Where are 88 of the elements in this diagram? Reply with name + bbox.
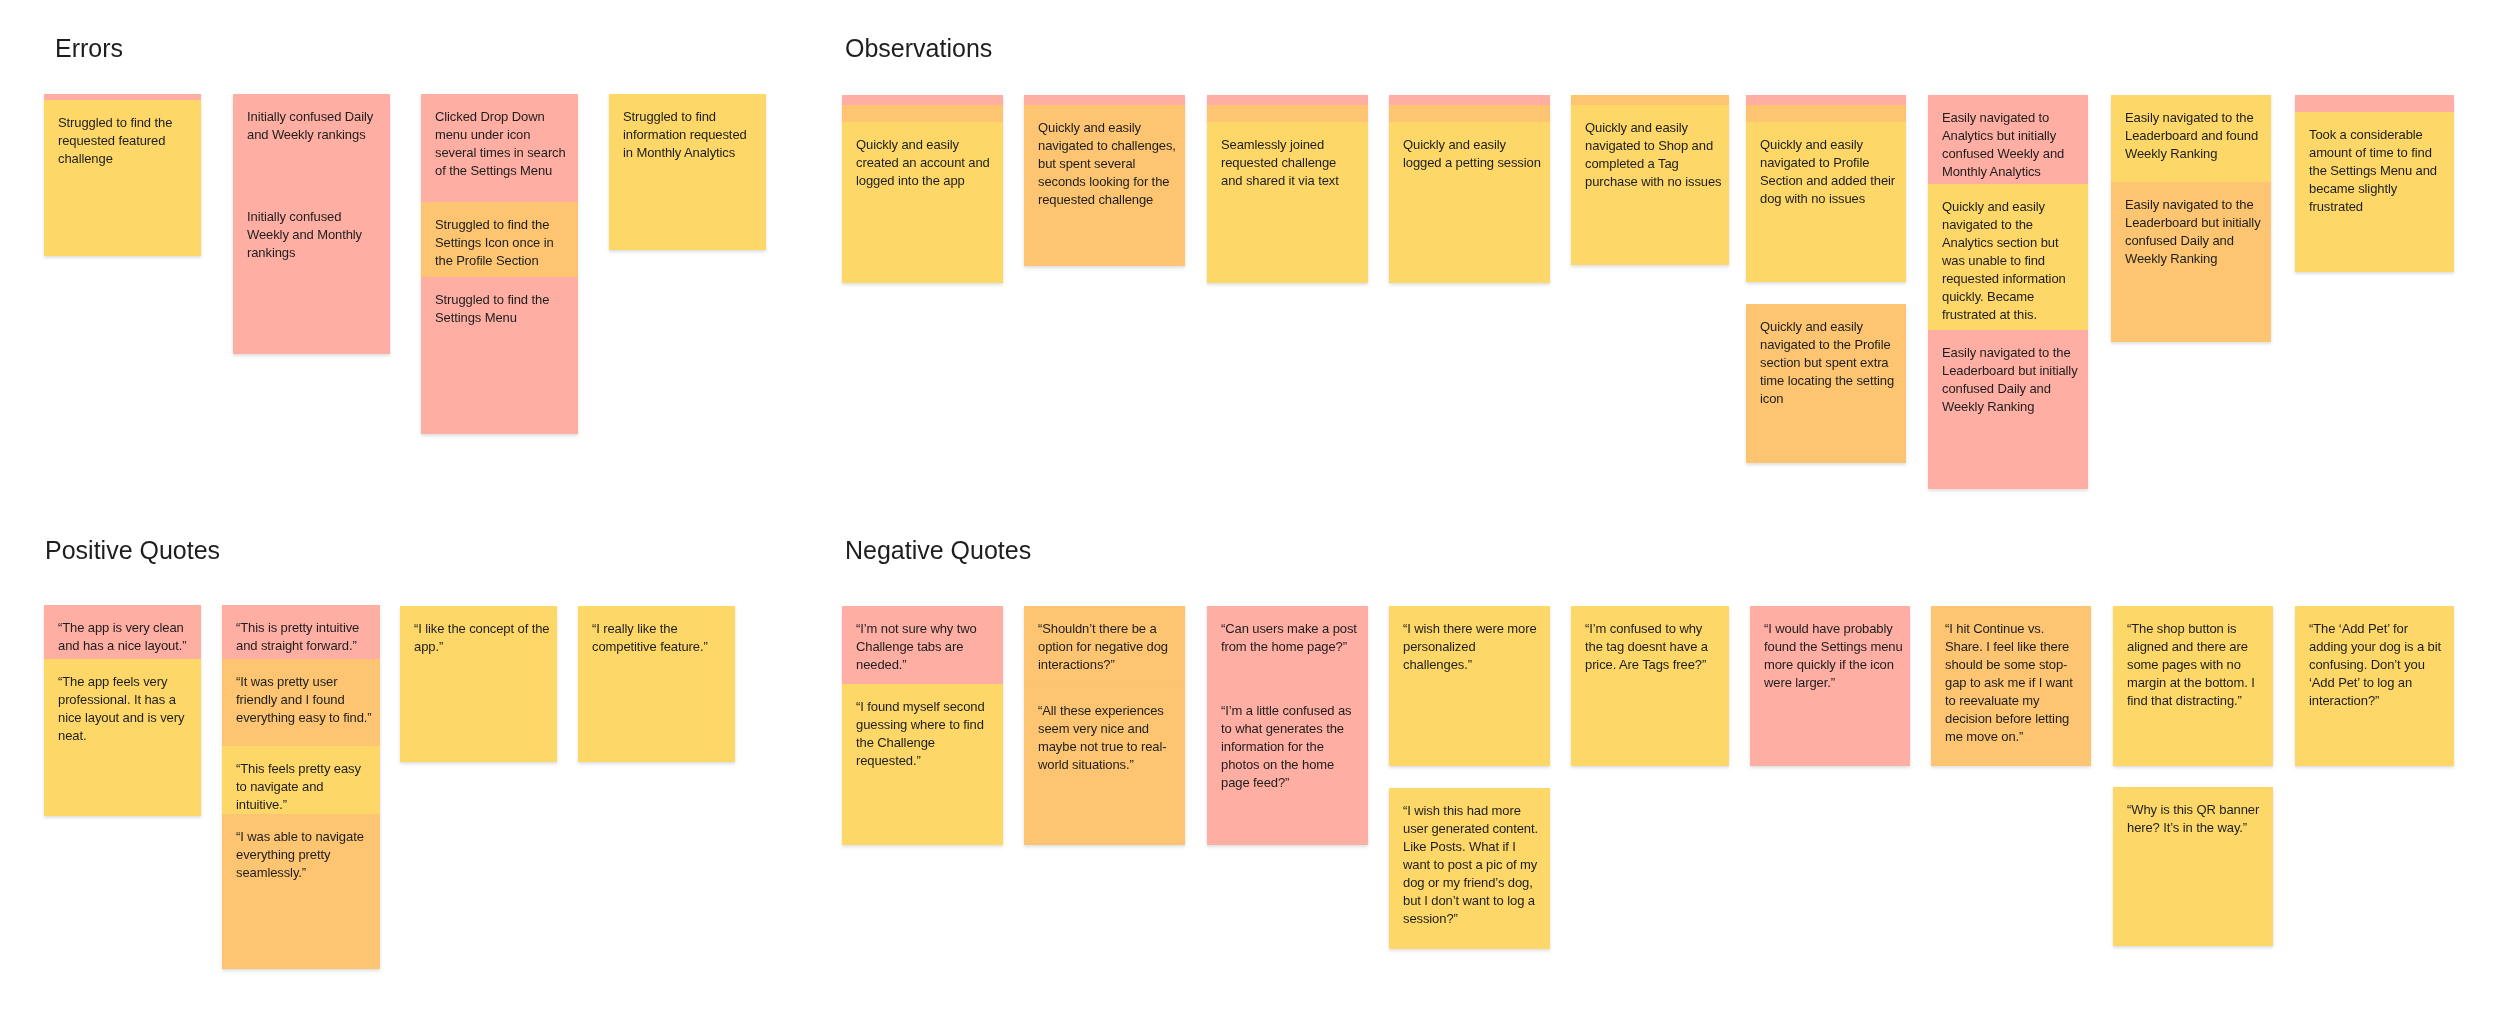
note-text: “I’m not sure why two Challenge tabs are needed.” xyxy=(856,620,978,674)
sticky-note xyxy=(842,606,1003,684)
note-text: Quickly and easily navigated to the Profile section but spent extra time locating the setting icon xyxy=(1760,318,1896,408)
sticky-note xyxy=(1746,95,1906,282)
note-text: Initially confused Weekly and Monthly rankings xyxy=(247,208,364,262)
sticky-note xyxy=(222,814,380,969)
sticky-note xyxy=(1746,304,1906,463)
note-text: Easily navigated to the Leaderboard but initially confused Daily and Weekly Ranking xyxy=(2125,196,2262,268)
note-text: “The app is very clean and has a nice layout.” xyxy=(58,619,188,655)
note-text: Seamlessly joined requested challenge and shared it via text xyxy=(1221,136,1340,190)
sticky-note xyxy=(1389,95,1550,283)
sticky-note xyxy=(233,194,390,354)
section-heading: Errors xyxy=(55,33,124,63)
note-text: Easily navigated to Analytics but initially confused Weekly and Monthly Analytics xyxy=(1942,109,2066,181)
sticky-note xyxy=(44,659,201,816)
sticky-note xyxy=(2111,182,2271,342)
note-text: “This feels pretty easy to navigate and intuitive.” xyxy=(236,760,362,814)
section-heading: Positive Quotes xyxy=(45,535,221,565)
sticky-note xyxy=(44,94,201,256)
sticky-note xyxy=(1571,606,1729,766)
sticky-note xyxy=(222,746,380,814)
note-text: “I’m confused to why the tag doesnt have a price. Are Tags free?” xyxy=(1585,620,1709,674)
sticky-note xyxy=(842,684,1003,845)
note-text: Quickly and easily navigated to Profile Section and added their dog with no issues xyxy=(1760,136,1897,208)
note-text: “The app feels very professional. It has a nice layout and is very neat. xyxy=(58,673,186,745)
note-text: “Why is this QR banner here? It’s in the way.” xyxy=(2127,801,2261,837)
sticky-note xyxy=(421,202,578,277)
note-text: Took a considerable amount of time to find the Settings Menu and became slightly frustrated xyxy=(2309,126,2438,216)
sticky-note xyxy=(1928,95,2088,184)
sticky-note xyxy=(578,606,735,762)
sticky-note xyxy=(421,94,578,202)
sticky-note xyxy=(222,605,380,659)
note-text: “It was pretty user friendly and I found everything easy to find.” xyxy=(236,673,373,727)
note-text: “I would have probably found the Settings menu more quickly if the icon were larger.” xyxy=(1764,620,1903,692)
note-text: Quickly and easily navigated to Shop and completed a Tag purchase with no issues xyxy=(1585,119,1722,191)
note-text: Quickly and easily logged a petting session xyxy=(1403,136,1542,172)
sticky-note xyxy=(1571,95,1729,265)
section-heading: Observations xyxy=(845,33,993,63)
note-text: “The ‘Add Pet’ for adding your dog is a bit confusing. Don’t you ‘Add Pet’ to log an interaction?” xyxy=(2309,620,2443,710)
note-text: “Shouldn’t there be a option for negative dog interactions?” xyxy=(1038,620,1169,674)
note-text: “I found myself second guessing where to find the Challenge requested.” xyxy=(856,698,986,770)
note-text: “Can users make a post from the home page?” xyxy=(1221,620,1358,656)
sticky-note xyxy=(222,659,380,746)
note-text: Struggled to find the Settings Icon once in the Profile Section xyxy=(435,216,555,270)
note-text: Clicked Drop Down menu under icon several times in search of the Settings Menu xyxy=(435,108,567,180)
note-text: “I wish there were more personalized challenges.” xyxy=(1403,620,1538,674)
sticky-note xyxy=(1024,606,1185,688)
sticky-note xyxy=(233,94,390,194)
sticky-note xyxy=(2295,606,2454,766)
sticky-note xyxy=(1207,95,1368,283)
note-text: Struggled to find the Settings Menu xyxy=(435,291,551,327)
sticky-note xyxy=(44,605,201,659)
note-text: “I wish this had more user generated content. Like Posts. What if I want to post a pic of my dog or my friend’s dog, but I don’t want to log a session?” xyxy=(1403,802,1540,928)
sticky-note xyxy=(1389,788,1550,949)
sticky-note xyxy=(2113,606,2273,766)
note-text: Easily navigated to the Leaderboard and found Weekly Ranking xyxy=(2125,109,2260,163)
sticky-note xyxy=(1024,688,1185,845)
note-text: Initially confused Daily and Weekly rankings xyxy=(247,108,375,144)
sticky-note xyxy=(1207,606,1368,688)
sticky-note xyxy=(2111,95,2271,182)
note-text: Quickly and easily navigated to the Analytics section but was unable to find requested information quickly. Became frustrated at this. xyxy=(1942,198,2067,324)
sticky-note xyxy=(400,606,557,762)
sticky-note xyxy=(2295,95,2454,272)
note-text: “I like the concept of the app.” xyxy=(414,620,550,656)
sticky-note xyxy=(421,277,578,434)
note-text: “The shop button is aligned and there are some pages with no margin at the bottom. I find that distracting.” xyxy=(2127,620,2256,710)
note-text: Struggled to find information requested in Monthly Analytics xyxy=(623,108,748,162)
note-text: “I was able to navigate everything pretty seamlessly.” xyxy=(236,828,365,882)
sticky-note xyxy=(1931,606,2091,766)
sticky-note xyxy=(1928,330,2088,489)
sticky-note xyxy=(609,94,766,250)
note-text: Quickly and easily created an account and logged into the app xyxy=(856,136,991,190)
note-text: “I really like the competitive feature.” xyxy=(592,620,709,656)
note-text: Quickly and easily navigated to challenges, but spent several seconds looking for the requested challenge xyxy=(1038,119,1177,209)
note-text: “I hit Continue vs. Share. I feel like there should be some stop-gap to ask me if I want to reevaluate my decision before letting me move on.” xyxy=(1945,620,2074,746)
sticky-note xyxy=(1207,688,1368,845)
sticky-note xyxy=(842,95,1003,283)
sticky-note xyxy=(1750,606,1910,766)
sticky-note xyxy=(1024,95,1185,266)
note-text: Struggled to find the requested featured challenge xyxy=(58,114,174,168)
note-text: “I’m a little confused as to what generates the information for the photos on the home page feed?” xyxy=(1221,702,1353,792)
note-text: “All these experiences seem very nice and maybe not true to real-world situations.” xyxy=(1038,702,1168,774)
note-text: “This is pretty intuitive and straight forward.” xyxy=(236,619,361,655)
sticky-note xyxy=(2113,787,2273,946)
section-heading: Negative Quotes xyxy=(845,535,1032,565)
sticky-note xyxy=(1389,606,1550,766)
sticky-note xyxy=(1928,184,2088,330)
note-text: Easily navigated to the Leaderboard but initially confused Daily and Weekly Ranking xyxy=(1942,344,2079,416)
